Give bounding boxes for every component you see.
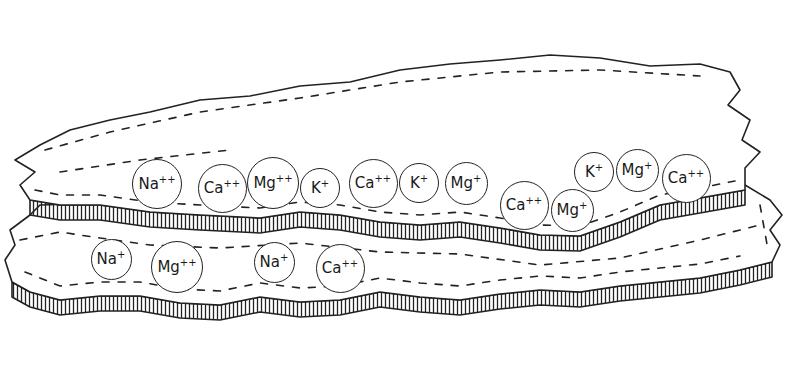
upper-plate-face — [15, 55, 760, 236]
ion-label: Ca++ — [506, 198, 542, 213]
negative-charges — [20, 70, 768, 291]
cation-circle: Na+ — [254, 242, 295, 283]
ion-label: Mg+ — [557, 203, 588, 218]
ion-label: Na++ — [138, 177, 175, 192]
cation-circle: Mg+ — [551, 189, 594, 232]
cation-circle: Na++ — [132, 159, 182, 209]
ion-label: Ca++ — [322, 261, 358, 276]
cation-circle: K+ — [574, 152, 614, 192]
cation-circle: Mg++ — [247, 157, 299, 209]
ion-label: Ca++ — [668, 171, 704, 186]
ion-label: Mg++ — [157, 260, 196, 275]
cation-circle: Mg+ — [616, 149, 659, 192]
ion-label: K+ — [410, 176, 428, 191]
cation-circle: K+ — [300, 168, 340, 208]
ion-label: Mg+ — [622, 163, 653, 178]
cation-circle: Mg+ — [445, 162, 488, 205]
ion-label: Ca++ — [204, 181, 240, 196]
ion-label: Mg+ — [451, 176, 482, 191]
ion-label: Mg++ — [253, 176, 292, 191]
cation-circle: Ca++ — [316, 244, 365, 293]
ion-label: K+ — [585, 165, 603, 180]
cation-circle: Ca++ — [349, 159, 398, 208]
ion-label: Ca++ — [355, 176, 391, 191]
ion-label: Na+ — [260, 255, 289, 270]
cation-circle: Mg++ — [151, 241, 203, 293]
cation-circle: Na+ — [91, 239, 132, 280]
cation-circle: Ca++ — [198, 164, 247, 213]
cation-circle: K+ — [399, 163, 439, 203]
ion-label: Na+ — [97, 252, 126, 267]
ion-label: K+ — [311, 181, 329, 196]
cation-circle: Ca++ — [662, 154, 711, 203]
cation-circle: Ca++ — [500, 181, 549, 230]
